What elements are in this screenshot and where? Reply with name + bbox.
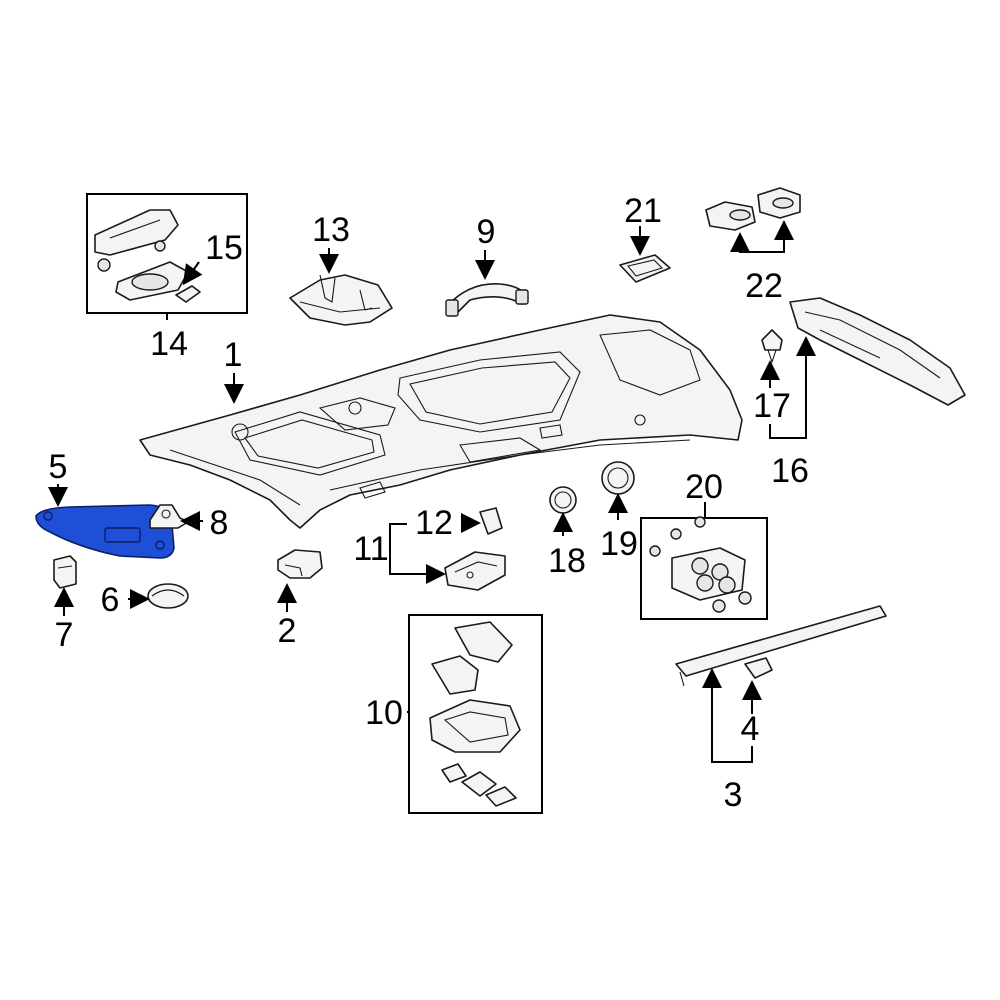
grommet-part[interactable]: [601, 461, 635, 495]
callout-19[interactable]: 19: [600, 525, 638, 563]
callout-22[interactable]: 22: [745, 267, 783, 305]
callout-5[interactable]: 5: [49, 448, 68, 486]
callout-15[interactable]: 15: [205, 229, 243, 267]
callout-18[interactable]: 18: [548, 542, 586, 580]
callout-6[interactable]: 6: [101, 581, 120, 619]
callout-21[interactable]: 21: [624, 192, 662, 230]
push-clip-part[interactable]: [761, 329, 783, 364]
rear-trim-part[interactable]: [789, 297, 966, 406]
callout-20[interactable]: 20: [685, 468, 723, 506]
callout-10[interactable]: 10: [365, 694, 403, 732]
clip-part[interactable]: [53, 555, 77, 589]
callout-1[interactable]: 1: [224, 336, 243, 374]
callout-14[interactable]: 14: [150, 325, 188, 363]
leader-lines: [48, 220, 816, 763]
headliner-part[interactable]: [139, 314, 743, 529]
callout-labels: 1 2 3 4 5 6 7 8 9 10 11 12 13 14 15 16 1…: [49, 192, 809, 814]
callout-9[interactable]: 9: [477, 213, 496, 251]
callout-2[interactable]: 2: [278, 612, 297, 650]
sun-visor-part[interactable]: [35, 504, 175, 559]
assembly-box-10: [408, 614, 543, 814]
side-rail-part[interactable]: [675, 605, 887, 687]
callout-12[interactable]: 12: [415, 504, 453, 542]
console-part[interactable]: [289, 274, 393, 326]
callout-4[interactable]: 4: [741, 710, 760, 748]
callout-11[interactable]: 11: [353, 530, 388, 568]
assist-grip-part[interactable]: [445, 283, 529, 317]
dome-lamp-part[interactable]: [444, 551, 506, 591]
callout-7[interactable]: 7: [55, 616, 74, 654]
callout-13[interactable]: 13: [312, 211, 350, 249]
callout-16[interactable]: 16: [771, 452, 809, 490]
assembly-box-14: [86, 193, 248, 314]
visor-holder-part[interactable]: [147, 583, 189, 609]
rail-clip-part[interactable]: [744, 657, 773, 679]
callout-3[interactable]: 3: [724, 776, 743, 814]
sensor-cover-part[interactable]: [619, 254, 671, 283]
lamp-part[interactable]: [705, 187, 801, 231]
plug-part[interactable]: [549, 486, 577, 514]
callout-8[interactable]: 8: [210, 504, 229, 542]
callout-17[interactable]: 17: [753, 387, 791, 425]
retainer-part[interactable]: [277, 549, 323, 579]
assembly-box-20: [640, 516, 768, 620]
lens-part[interactable]: [479, 507, 503, 535]
